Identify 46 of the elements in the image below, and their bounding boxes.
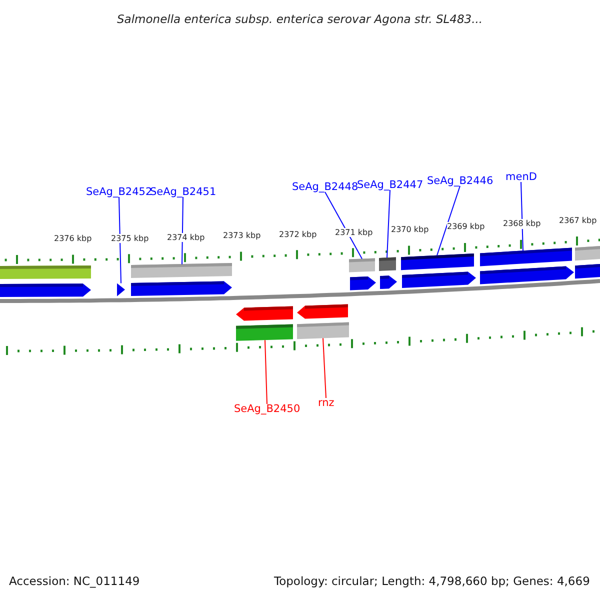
scale-label: 2367 kbp xyxy=(559,216,597,226)
scale-label: 2371 kbp xyxy=(335,228,373,237)
gene-feature xyxy=(350,276,376,290)
gene-feature xyxy=(575,264,600,279)
scale-label: 2369 kbp xyxy=(447,222,485,232)
gene-feature xyxy=(236,324,293,341)
scale-label: 2373 kbp xyxy=(223,231,261,240)
gene-feature xyxy=(575,246,600,261)
gene-feature xyxy=(402,272,476,288)
gene-feature xyxy=(236,306,293,321)
leader-line xyxy=(324,192,362,260)
gene-feature xyxy=(349,258,375,272)
gene-feature xyxy=(401,254,474,270)
gene-label: SeAg_B2448 xyxy=(292,181,358,194)
gene-feature xyxy=(0,266,91,279)
gene-label: SeAg_B2450 xyxy=(234,403,300,416)
accession-text: Accession: NC_011149 xyxy=(9,574,140,588)
gene-feature xyxy=(379,257,396,271)
gene-feature xyxy=(297,304,348,319)
scale-label: 2372 kbp xyxy=(279,230,317,239)
gene-feature xyxy=(480,248,572,266)
scale-label: 2375 kbp xyxy=(111,234,149,243)
scale-label: 2370 kbp xyxy=(391,225,429,234)
gene-label: SeAg_B2452 xyxy=(86,186,152,198)
gene-feature xyxy=(117,283,125,296)
gene-feature xyxy=(0,284,91,297)
gene-feature xyxy=(131,281,232,296)
gene-feature xyxy=(380,276,397,289)
gene-feature xyxy=(297,322,349,340)
title: Salmonella enterica subsp. enterica serovar Agona str. SL483... xyxy=(117,12,483,26)
scale-label: 2376 kbp xyxy=(54,234,92,244)
gene-feature xyxy=(131,263,232,278)
scale-label: 2374 kbp xyxy=(167,232,205,242)
scale-label: 2368 kbp xyxy=(503,219,541,229)
gene-label: SeAg_B2451 xyxy=(150,186,216,198)
gene-label: SeAg_B2446 xyxy=(427,175,494,188)
leader-line xyxy=(322,338,326,398)
gene-label: rnz xyxy=(318,397,334,410)
leader-line xyxy=(386,190,390,258)
leader-line xyxy=(436,186,460,256)
leader-line xyxy=(264,340,268,404)
leader-line xyxy=(118,196,122,284)
genome-info-text: Topology: circular; Length: 4,798,660 bp; Genes: 4,669 xyxy=(274,574,590,588)
gene-label: SeAg_B2447 xyxy=(357,179,424,192)
leader-line xyxy=(182,196,184,265)
gene-label: menD xyxy=(506,171,537,184)
